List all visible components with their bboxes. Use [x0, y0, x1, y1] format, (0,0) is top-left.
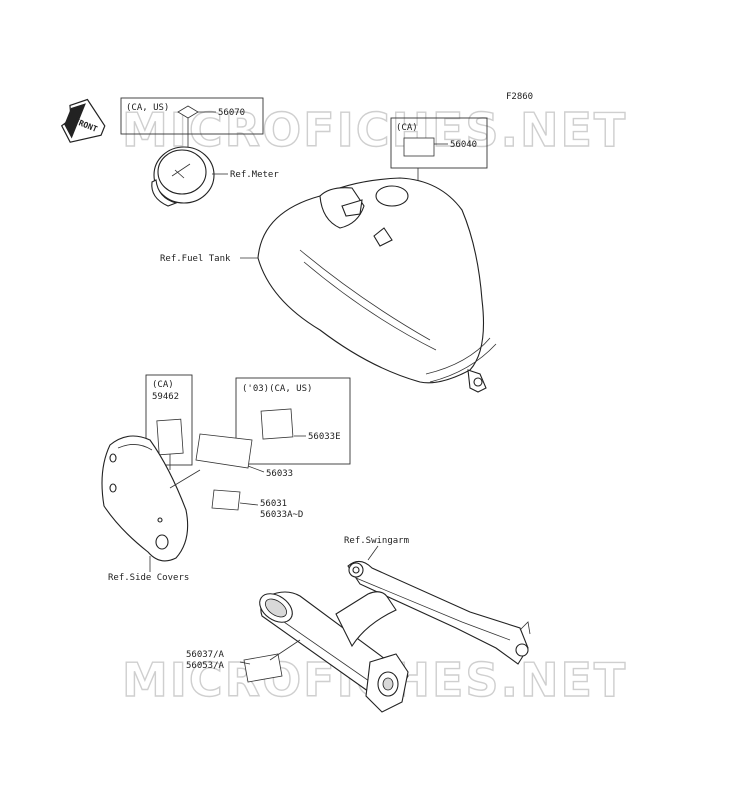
side-cover-drawing [101, 435, 189, 562]
side-left-callout-box [145, 374, 193, 466]
part-56040: 56040 [450, 140, 477, 150]
front-arrow-icon: FRONT [60, 98, 106, 143]
sticker-59462 [156, 418, 184, 456]
ref-fuel-tank: Ref.Fuel Tank [160, 254, 231, 264]
sticker-56037a [243, 653, 283, 683]
sticker-56033e [260, 408, 294, 440]
tank-note: (CA) [396, 123, 418, 133]
part-56031: 56031 [260, 499, 287, 509]
sticker-56033 [195, 433, 253, 469]
ref-side-covers: Ref.Side Covers [108, 573, 189, 583]
part-56070: 56070 [218, 108, 245, 118]
figure-code: F2860 [506, 92, 533, 102]
part-56053a: 56053/A [186, 661, 225, 671]
part-56033: 56033 [266, 469, 293, 479]
part-59462: 59462 [152, 392, 179, 402]
meter-note: (CA, US) [126, 103, 169, 113]
side-right-callout-box [235, 377, 351, 465]
sticker-56040 [403, 137, 435, 157]
ref-swingarm: Ref.Swingarm [344, 536, 409, 546]
ref-meter: Ref.Meter [230, 170, 279, 180]
side-left-note: (CA) [152, 380, 174, 390]
fuel-tank-drawing [257, 177, 497, 393]
meter-callout-box [120, 97, 264, 135]
part-56037a: 56037/A [186, 650, 225, 660]
side-right-note: ('03)(CA, US) [242, 384, 312, 394]
sticker-56031 [211, 489, 241, 511]
watermark-top: MICROFICHES.NET [122, 103, 627, 157]
swingarm-drawing [259, 560, 531, 713]
part-56033e: 56033E [308, 432, 341, 442]
part-56033a-d: 56033A~D [260, 510, 303, 520]
meter-drawing [151, 146, 215, 207]
tank-callout-box [390, 117, 488, 169]
